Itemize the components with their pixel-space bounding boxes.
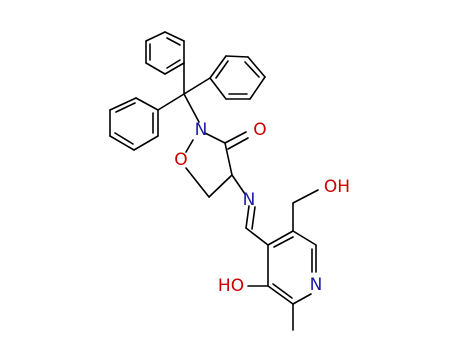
- bond-carbonyl-2: [227, 137, 249, 150]
- phenyl-ring-top: [145, 31, 185, 75]
- phenyl-ring-right: [209, 55, 266, 100]
- bond-trityl-right: [183, 77, 211, 95]
- carbonyl-oxygen-label: O: [253, 120, 266, 140]
- bond-trityl-left: [157, 93, 185, 111]
- pyridine-nitrogen-label: N: [310, 275, 323, 295]
- hydroxymethyl-hydroxyl-label: OH: [324, 177, 350, 197]
- ring-oxygen-label: O: [174, 150, 187, 170]
- pyridine-ring: [267, 230, 317, 305]
- bond-c4-imine: [231, 174, 246, 195]
- phenol-hydroxyl-label: HO: [218, 276, 244, 296]
- imine-nitrogen-label: N: [243, 190, 256, 210]
- bond-ch2-oh: [292, 189, 319, 204]
- bond-imine-2: [251, 206, 256, 230]
- phenyl-ring-left: [109, 97, 159, 151]
- isoxazolidinone-ring: [185, 132, 233, 198]
- bond-carbonyl-1: [224, 131, 247, 144]
- bond-imine-1: [245, 205, 250, 229]
- ring-nitrogen-label: N: [195, 120, 208, 140]
- bond-trityl-n: [183, 93, 200, 123]
- bond-ch-pyridine: [245, 227, 269, 246]
